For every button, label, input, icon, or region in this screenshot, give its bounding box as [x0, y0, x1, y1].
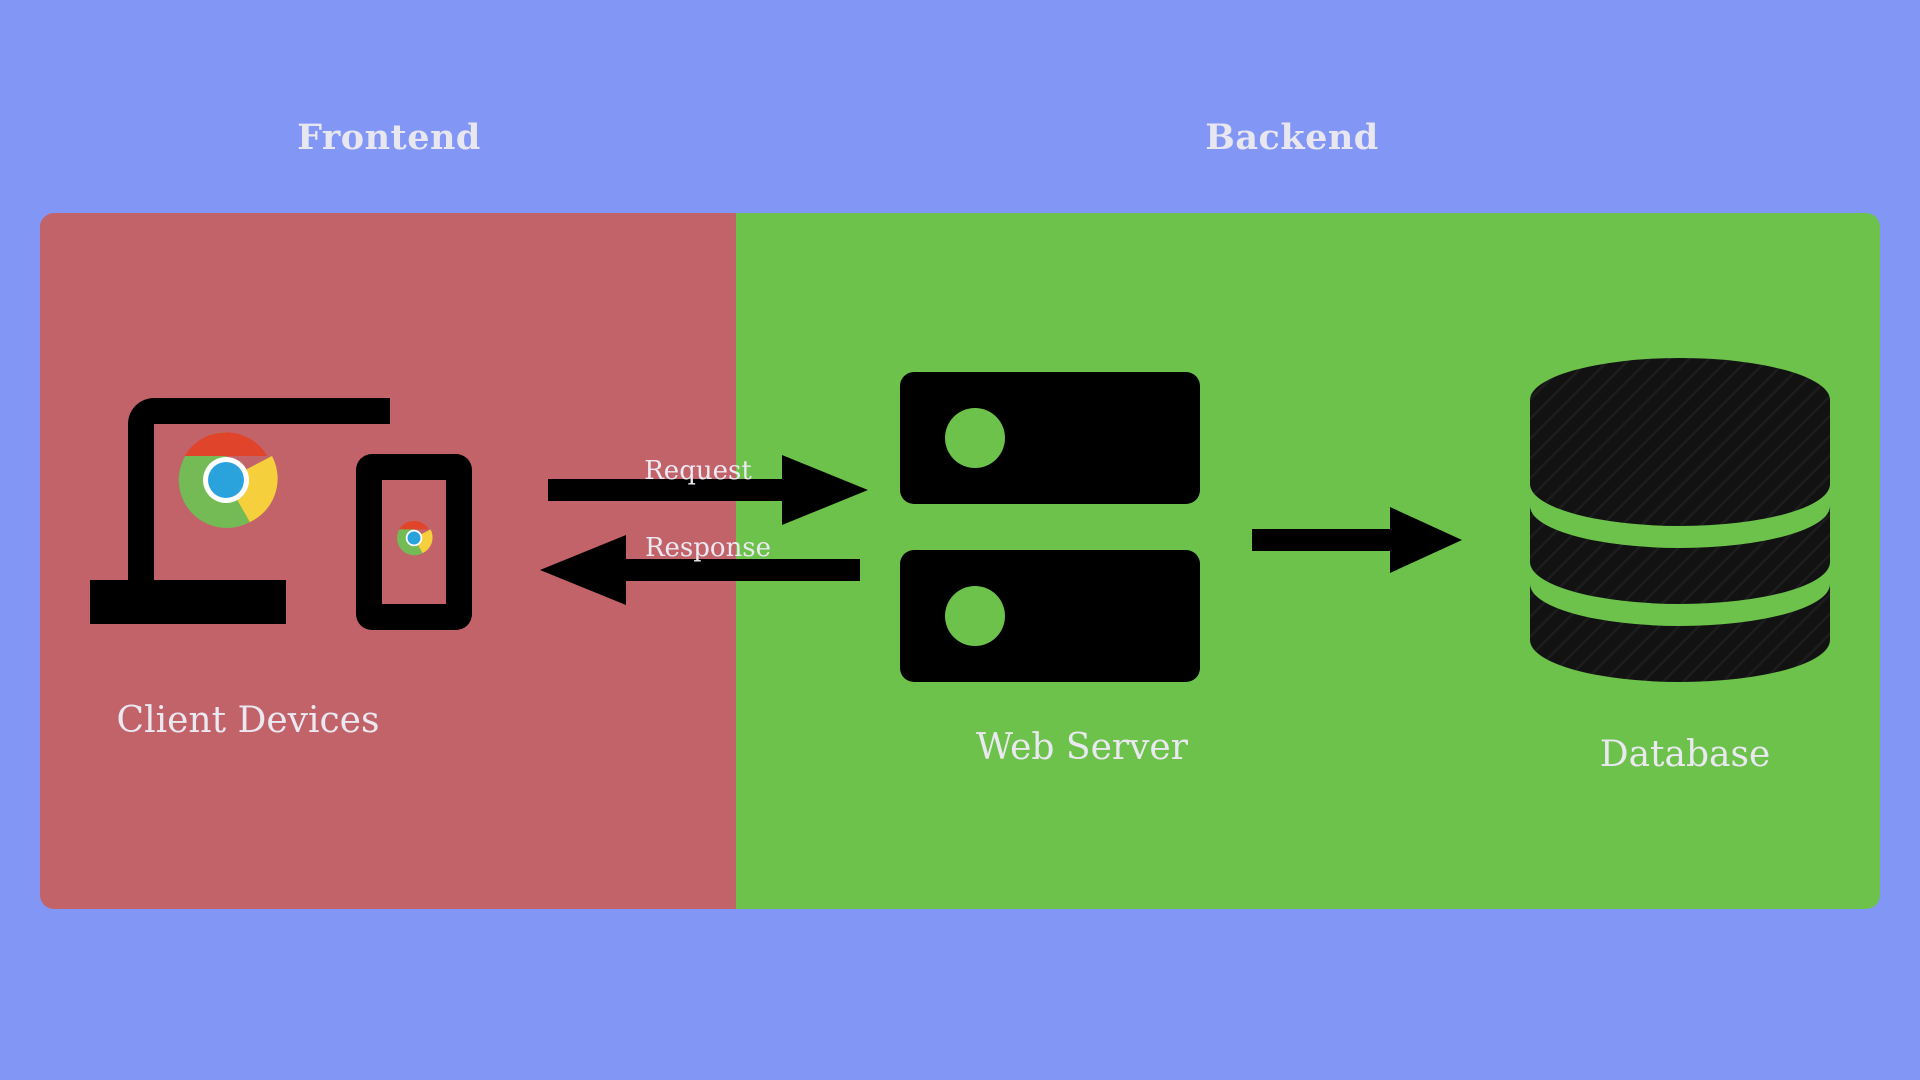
response-arrow-label: Response	[644, 533, 772, 563]
request-arrow-label: Request	[644, 456, 752, 486]
database-icon	[1520, 348, 1840, 688]
laptop-base-icon	[90, 580, 286, 624]
server-led-bottom-icon	[945, 586, 1005, 646]
laptop-bezel-icon	[128, 398, 390, 580]
server-rack-icon	[900, 372, 1200, 682]
frontend-heading: Frontend	[297, 117, 481, 158]
database-label: Database	[1599, 734, 1771, 775]
request-arrow	[548, 455, 868, 525]
server-to-database-arrow	[1252, 505, 1462, 575]
client-devices-icon	[90, 380, 510, 650]
database-gap-middle-icon	[1530, 478, 1830, 548]
arrow-right-icon	[1252, 507, 1462, 573]
arrow-right-icon	[548, 455, 868, 525]
database-gap-bottom-icon	[1530, 556, 1830, 626]
web-server-icon	[900, 372, 1200, 682]
server-unit-top-icon	[900, 372, 1200, 504]
web-server-label: Web Server	[976, 727, 1188, 768]
client-devices-label: Client Devices	[116, 700, 380, 741]
chrome-logo-small-icon	[396, 520, 433, 556]
chrome-logo-large-icon	[178, 432, 278, 528]
backend-heading: Backend	[1205, 117, 1379, 158]
response-arrow	[540, 535, 860, 605]
server-unit-bottom-icon	[900, 550, 1200, 682]
database-cylinder-icon	[1530, 358, 1830, 682]
arrow-left-icon	[540, 535, 860, 605]
server-led-top-icon	[945, 408, 1005, 468]
database-top-cap-icon	[1530, 358, 1830, 442]
laptop-and-smartphone-icon	[90, 398, 472, 630]
